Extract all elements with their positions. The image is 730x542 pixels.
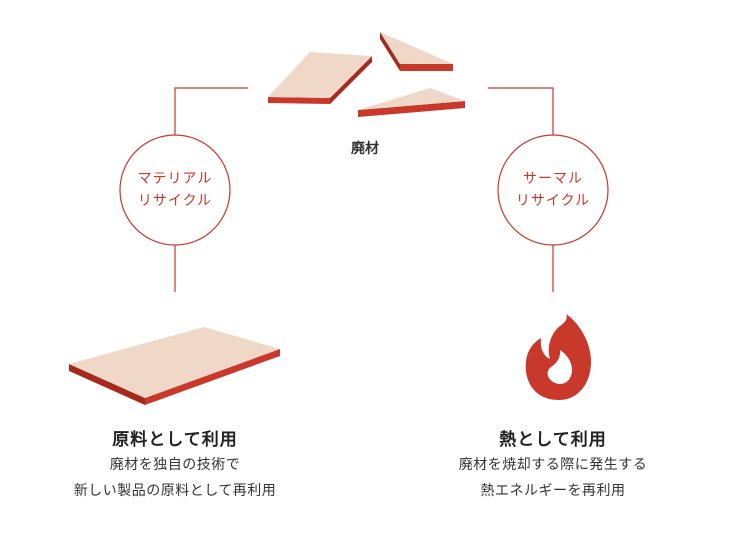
flame-icon	[525, 314, 592, 400]
material-circle-line1: マテリアル	[137, 171, 213, 187]
thermal-circle-line2: リサイクル	[515, 193, 591, 209]
thermal-result-description: 廃材を焼却する際に発生する 熱エネルギーを再利用	[413, 452, 693, 504]
thermal-result-title: 熱として利用	[499, 430, 607, 450]
material-result-description: 廃材を独自の技術で 新しい製品の原料として再利用	[20, 452, 330, 504]
material-recycle-circle	[119, 134, 231, 246]
material-recycle-label: マテリアル リサイクル	[120, 168, 230, 212]
thermal-desc-line2: 熱エネルギーを再利用	[480, 483, 626, 499]
waste-material-pieces-icon	[268, 32, 465, 117]
thermal-recycle-circle	[497, 134, 609, 246]
connector-lines	[174, 87, 554, 292]
source-label: 廃材	[351, 141, 379, 157]
material-desc-line1: 廃材を独自の技術で	[109, 457, 241, 473]
left-connector-top	[174, 87, 248, 135]
thermal-recycle-label: サーマル リサイクル	[498, 168, 608, 212]
board-panel-icon	[69, 327, 280, 405]
right-connector-top	[488, 87, 554, 135]
thermal-circle-line1: サーマル	[523, 171, 583, 187]
material-circle-line2: リサイクル	[137, 193, 213, 209]
thermal-desc-line1: 廃材を焼却する際に発生する	[458, 457, 648, 473]
material-desc-line2: 新しい製品の原料として再利用	[73, 483, 277, 499]
material-result-title: 原料として利用	[112, 430, 238, 450]
